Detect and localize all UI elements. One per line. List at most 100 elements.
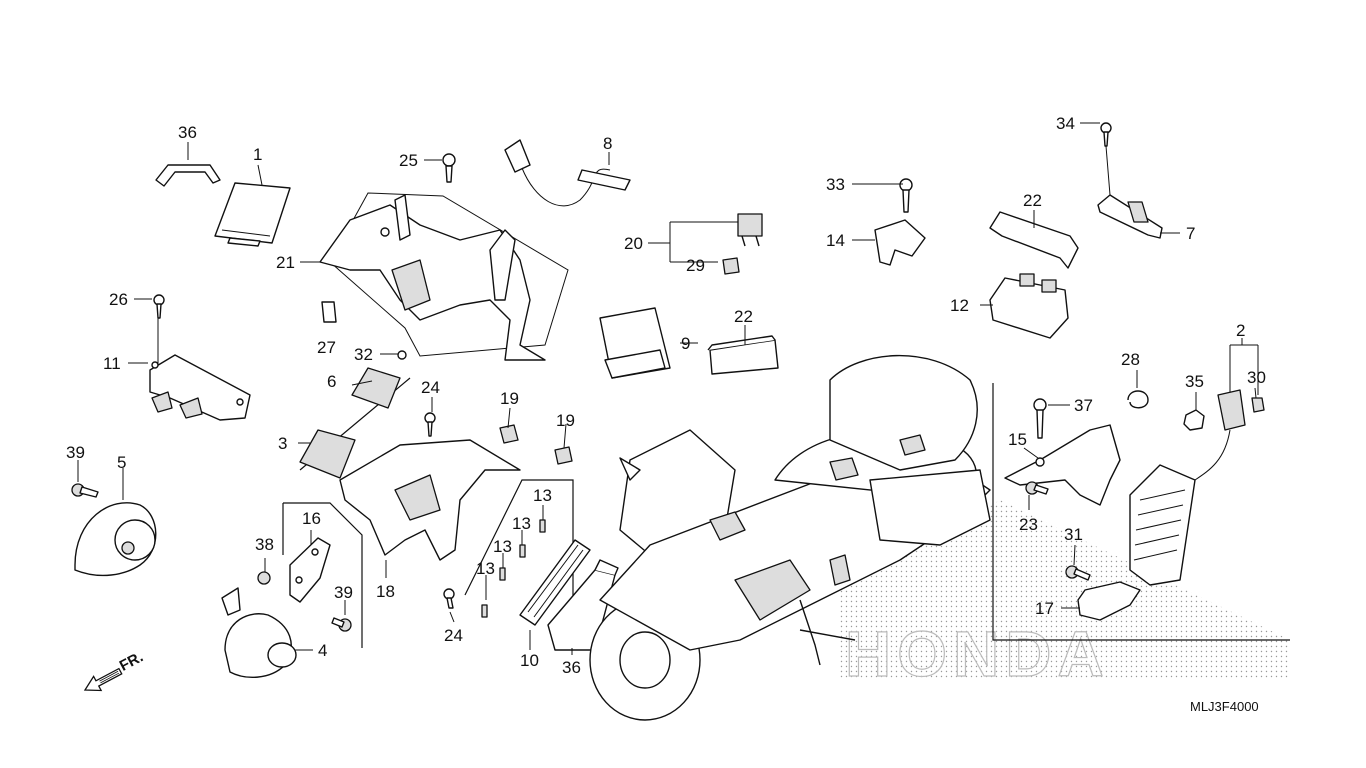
fuse-part-13-b [519,544,526,558]
callout-6: 6 [327,372,336,391]
callout-19-right: 19 [556,411,575,430]
control-unit-part-1 [214,182,291,247]
screw-part-32 [397,350,407,360]
callout-24-lower: 24 [444,626,463,645]
main-bracket-part-21 [319,192,569,361]
callout-4: 4 [318,641,327,660]
front-direction-arrow-icon [83,667,123,692]
horn-part-4 [221,587,297,678]
callout-39-lower: 39 [334,583,353,602]
callout-10: 10 [520,651,539,670]
bolt-part-33 [899,178,913,213]
callout-26: 26 [109,290,128,309]
bolt-part-31 [1065,565,1091,581]
callout-31: 31 [1064,525,1083,544]
relay-part-20 [737,213,763,247]
bolt-part-25 [442,153,456,183]
fuse-part-13-d [481,604,488,618]
module-part-3 [299,429,356,479]
callout-27: 27 [317,338,336,357]
nut-part-19-left [499,424,519,444]
nut-part-19-right [554,446,573,465]
callout-25: 25 [399,151,418,170]
bolt-part-24-upper [424,412,436,437]
callout-5: 5 [117,453,126,472]
diagram-code: MLJ3F4000 [1190,699,1259,714]
callout-34: 34 [1056,114,1075,133]
nut-part-35 [1183,409,1205,431]
motorcycle-outline [589,354,991,721]
regulator-rectifier-part-2 [1129,389,1246,586]
callout-16: 16 [302,509,321,528]
relay-group-frame [283,502,363,648]
callout-35: 35 [1185,372,1204,391]
cable-sensor-part-8 [504,139,631,207]
bracket-part-7 [1097,194,1163,239]
connector-part-30 [1251,397,1265,413]
cover-part-17 [1077,581,1141,621]
cover-part-22-center [707,335,779,375]
ecu-part-9 [599,307,671,379]
module-part-6 [351,367,401,409]
callout-22-right: 22 [1023,191,1042,210]
callout-11: 11 [103,354,121,373]
right-group-frame [992,383,1290,641]
bolt-part-39-lower [331,617,352,632]
callout-29: 29 [686,256,705,275]
callout-33: 33 [826,175,845,194]
callout-22-center: 22 [734,307,753,326]
callout-24-upper: 24 [421,378,440,397]
fuse-part-13-a [539,519,546,533]
bolt-part-23 [1025,481,1049,495]
callout-36-top: 36 [178,123,197,142]
callout-32: 32 [354,345,373,364]
module-part-12 [989,273,1069,339]
callout-3: 3 [278,434,287,453]
callout-38: 38 [255,535,274,554]
callout-14: 14 [826,231,845,250]
bracket-part-16 [289,537,331,603]
bolt-part-37 [1033,398,1047,439]
callout-37: 37 [1074,396,1093,415]
callout-15: 15 [1008,430,1027,449]
callout-13-b: 13 [512,514,531,533]
callout-17: 17 [1035,599,1054,618]
callout-1: 1 [253,145,262,164]
callout-28: 28 [1121,350,1140,369]
bolt-part-39-upper [71,483,99,498]
callout-7: 7 [1186,224,1195,243]
callout-9: 9 [681,334,690,353]
callout-39-upper: 39 [66,443,85,462]
honda-watermark: HONDA [845,618,1110,690]
fuse-box-part-10 [519,539,591,626]
clip-part-27 [321,301,337,323]
sensor-part-14 [874,219,926,266]
bracket-part-18 [339,439,521,561]
callout-20: 20 [624,234,643,253]
callout-18: 18 [376,582,395,601]
bolt-part-34 [1100,122,1112,147]
bracket-part-15 [1004,424,1121,506]
callout-36-lower: 36 [562,658,581,677]
fuse-part-13-c [499,567,506,581]
callout-13-d: 13 [476,559,495,578]
bolt-part-24-lower [443,588,455,609]
callout-13-c: 13 [493,537,512,556]
callout-13-a: 13 [533,486,552,505]
bracket-part-36 [155,164,221,187]
callout-8: 8 [603,134,612,153]
callout-12: 12 [950,296,969,315]
callout-2: 2 [1236,321,1245,340]
callout-21: 21 [276,253,295,272]
control-module-part-11 [149,354,251,421]
horn-part-5 [74,502,157,577]
callout-19-left: 19 [500,389,519,408]
callout-30: 30 [1247,368,1266,387]
front-direction-label: FR. [117,648,146,674]
clip-part-29 [722,257,740,275]
screw-part-26 [153,294,165,319]
bolt-part-38 [257,571,271,585]
clip-part-28 [1127,390,1149,409]
cover-part-22-right [989,211,1079,269]
